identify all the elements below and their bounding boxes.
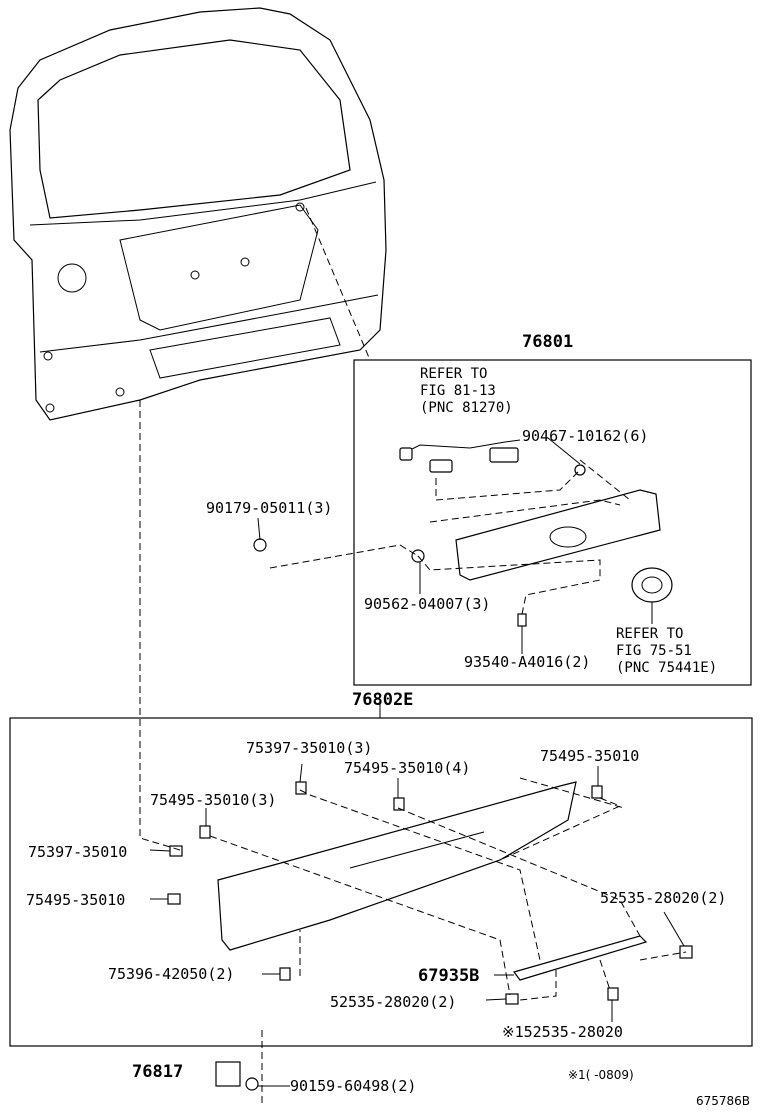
part-90562-04007: 90562-04007(3) <box>364 595 491 613</box>
ref-wiring-note: REFER TO FIG 81-13 (PNC 81270) <box>420 366 513 417</box>
part-75495-35010-qty4: 75495-35010(4) <box>344 759 471 777</box>
part-52535-28020-bottom: 52535-28020(2) <box>330 993 457 1011</box>
group-76802e-box <box>9 717 753 1047</box>
lower-garnish <box>217 781 648 981</box>
part-75396-42050: 75396-42050(2) <box>108 965 235 983</box>
license-garnish <box>455 489 673 603</box>
part-67935b: 67935B <box>418 966 480 986</box>
group-label-76817: 76817 <box>132 1062 184 1082</box>
footnote-note1: ※1( -0809) <box>568 1068 634 1082</box>
bracket-76817 <box>215 1061 259 1091</box>
group-76801-box <box>353 359 752 686</box>
clips-76802e <box>167 781 693 1005</box>
part-93540-a4016: 93540-A4016(2) <box>464 653 591 671</box>
part-75495-35010-qty3: 75495-35010(3) <box>150 791 277 809</box>
part-75495-35010-right: 75495-35010 <box>540 747 640 765</box>
part-75495-35010-left: 75495-35010 <box>26 891 126 909</box>
part-90179-05011: 90179-05011(3) <box>206 499 333 517</box>
ref-wiring-line3: (PNC 81270) <box>420 400 513 416</box>
wiring-harness <box>399 439 521 473</box>
ref-emblem-line1: REFER TO <box>616 626 684 642</box>
part-90159-60498: 90159-60498(2) <box>290 1077 417 1095</box>
ref-emblem-line3: (PNC 75441E) <box>616 660 718 676</box>
back-door-panel <box>9 7 387 421</box>
ref-wiring-line1: REFER TO <box>420 366 488 382</box>
part-90467-10162: 90467-10162(6) <box>522 427 649 445</box>
part-75397-35010-left: 75397-35010 <box>28 843 128 861</box>
part-52535-28020-right: 52535-28020(2) <box>600 889 727 907</box>
group-label-76802e: 76802E <box>352 690 414 710</box>
leader-lines <box>139 207 687 1105</box>
solid-leaders <box>149 437 685 1087</box>
part-52535-28020-note1: ※152535-28020 <box>502 1023 623 1041</box>
ref-wiring-line2: FIG 81-13 <box>420 383 496 399</box>
group-label-76801: 76801 <box>522 332 574 352</box>
figure-code: 675786B <box>696 1094 751 1108</box>
part-75397-35010-qty3: 75397-35010(3) <box>246 739 373 757</box>
ref-emblem-line2: FIG 75-51 <box>616 643 692 659</box>
ref-emblem-note: REFER TO FIG 75-51 (PNC 75441E) <box>616 626 717 677</box>
